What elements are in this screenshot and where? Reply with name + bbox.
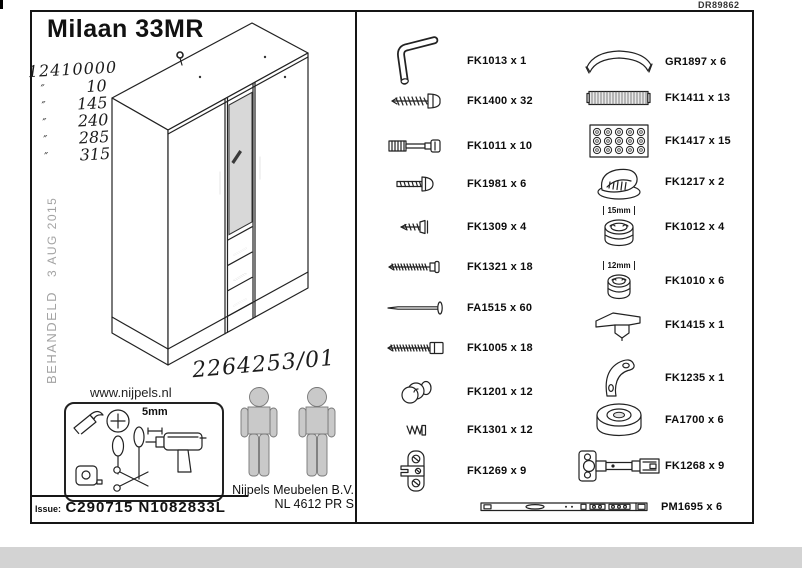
roller-icon bbox=[580, 401, 658, 439]
corner-bracket-icon bbox=[580, 357, 658, 399]
website-url: www.nijpels.nl bbox=[90, 385, 172, 400]
countersunk-screw-icon bbox=[372, 219, 460, 235]
flat-screwdriver-icon bbox=[133, 426, 145, 480]
part-label: FK1013 x 1 bbox=[467, 55, 527, 67]
part-label: FK1005 x 18 bbox=[467, 342, 533, 354]
part-label: FK1012 x 4 bbox=[665, 221, 725, 233]
allen-key-icon bbox=[372, 34, 460, 88]
part-row: FK1400 x 32 bbox=[372, 87, 533, 115]
grub-screw-icon bbox=[372, 422, 460, 438]
cam-dimension-label: 15mm bbox=[603, 205, 635, 215]
part-label: FK1235 x 1 bbox=[665, 372, 725, 384]
part-label: FK1309 x 4 bbox=[467, 221, 527, 233]
two-person-icon bbox=[240, 387, 336, 477]
part-label: FK1201 x 12 bbox=[467, 386, 533, 398]
flathead-screw-icon bbox=[372, 90, 460, 112]
part-label: GR1897 x 6 bbox=[665, 56, 727, 68]
double-knob-icon bbox=[372, 378, 460, 406]
part-label: FK1301 x 12 bbox=[467, 424, 533, 436]
date-stamp: BEHANDELD3 AUG 2015 bbox=[44, 196, 59, 384]
required-tools-box: 5mm bbox=[64, 402, 224, 502]
connector-bolt-icon bbox=[372, 136, 460, 156]
part-row: FK1005 x 18 bbox=[372, 337, 533, 359]
person-icon bbox=[240, 387, 278, 477]
nail-icon bbox=[372, 301, 460, 315]
handwritten-figures: 12410000 ″ 10 ″ 145 ″ 240 ″ 285 ″ 315 bbox=[27, 57, 117, 166]
drill-size-label: 5mm bbox=[142, 406, 168, 418]
part-label: FA1700 x 6 bbox=[665, 414, 724, 426]
tape-measure-icon bbox=[75, 465, 103, 486]
sheet-code: DR89862 bbox=[698, 0, 740, 10]
part-row: FA1515 x 60 bbox=[372, 298, 532, 318]
wardrobe-drawing bbox=[111, 22, 309, 366]
scanner-edge-bar bbox=[0, 547, 802, 568]
panel-divider bbox=[355, 10, 357, 522]
part-row: FK1201 x 12 bbox=[372, 377, 533, 407]
part-row: FK1309 x 4 bbox=[372, 215, 526, 239]
part-label: FK1011 x 10 bbox=[467, 140, 533, 152]
part-label: FK1400 x 32 bbox=[467, 95, 533, 107]
hinge-plate-icon bbox=[372, 449, 460, 493]
part-row: 15mm FK1012 x 4 bbox=[580, 198, 724, 256]
part-label: FK1981 x 6 bbox=[467, 178, 527, 190]
issue-line: Issue: C290715 N1082833L bbox=[35, 499, 226, 516]
cam-dimension-label: 12mm bbox=[603, 260, 635, 270]
hinge-icon bbox=[578, 449, 660, 483]
cam-lock-15-icon: 15mm bbox=[580, 205, 658, 249]
scissors-icon bbox=[113, 466, 149, 492]
part-row: FK1411 x 13 bbox=[580, 85, 730, 111]
part-row: FK1011 x 10 bbox=[372, 133, 532, 159]
drawer-rail-icon bbox=[478, 500, 654, 514]
part-label: FK1411 x 13 bbox=[665, 92, 731, 104]
glider-foot-icon bbox=[580, 163, 658, 201]
part-row: FK1415 x 1 bbox=[580, 308, 724, 342]
part-label: FA1515 x 60 bbox=[467, 302, 533, 314]
long-screw-icon bbox=[372, 259, 460, 275]
part-row: FK1217 x 2 bbox=[580, 163, 724, 201]
part-row: FK1268 x 9 bbox=[578, 447, 725, 485]
part-row: PM1695 x 6 bbox=[478, 499, 722, 515]
company-postcode: NL 4612 PR S bbox=[274, 497, 354, 511]
ribbed-strip-icon bbox=[580, 87, 658, 109]
cap-grid-icon bbox=[580, 123, 658, 159]
part-label: FK1217 x 2 bbox=[665, 176, 725, 188]
part-row: FK1417 x 15 bbox=[580, 122, 731, 160]
part-label: PM1695 x 6 bbox=[661, 501, 723, 513]
part-label: FK1268 x 9 bbox=[665, 460, 725, 472]
part-row: 12mm FK1010 x 6 bbox=[580, 254, 724, 308]
part-row: FK1301 x 12 bbox=[372, 420, 533, 440]
plastic-clip-icon bbox=[580, 309, 658, 341]
part-label: FK1010 x 6 bbox=[665, 275, 725, 287]
part-row: FK1321 x 18 bbox=[372, 256, 533, 278]
part-row: FK1013 x 1 bbox=[372, 32, 526, 90]
handwritten-row: ″ 315 bbox=[43, 143, 111, 165]
part-row: FK1981 x 6 bbox=[372, 172, 526, 196]
tools-illustration bbox=[73, 409, 207, 492]
company-name: Nijpels Meubelen B.V. bbox=[232, 483, 354, 497]
part-row: GR1897 x 6 bbox=[580, 42, 726, 82]
part-label: FK1417 x 15 bbox=[665, 135, 731, 147]
scan-artifact bbox=[0, 0, 3, 9]
cylinder-head-screw-icon bbox=[372, 339, 460, 357]
phillips-screwdriver-icon bbox=[106, 409, 130, 475]
part-row: FK1235 x 1 bbox=[580, 356, 724, 400]
handle-icon bbox=[580, 46, 658, 78]
person-icon bbox=[298, 387, 336, 477]
part-label: FK1321 x 18 bbox=[467, 261, 533, 273]
part-label: FK1415 x 1 bbox=[665, 319, 725, 331]
part-label: FK1269 x 9 bbox=[467, 465, 527, 477]
cam-lock-12-icon: 12mm bbox=[580, 260, 658, 302]
part-row: FA1700 x 6 bbox=[580, 400, 724, 440]
issue-separator bbox=[32, 495, 248, 497]
panhead-screw-icon bbox=[372, 175, 460, 193]
product-title: Milaan 33MR bbox=[47, 15, 204, 43]
part-row: FK1269 x 9 bbox=[372, 448, 526, 494]
drill-icon bbox=[145, 427, 207, 473]
company-address: Nijpels Meubelen B.V. NL 4612 PR S bbox=[214, 483, 354, 511]
